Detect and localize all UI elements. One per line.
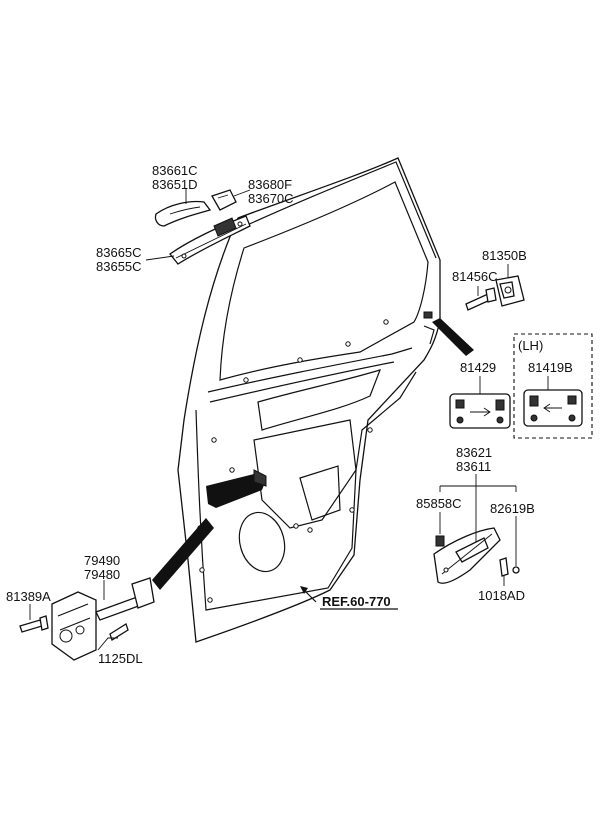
label-83665C: 83665C [96,245,142,260]
handle-base-icon [169,215,251,265]
lh-dashed-box [513,333,593,439]
door-striker-icon [495,275,525,307]
label-83655C: 83655C [96,259,142,274]
leader-lines [29,188,549,651]
door-checker-icon [19,577,155,661]
child-lock-label-icon [523,389,583,427]
label-79480: 79480 [84,567,120,582]
handle-cover-icon [211,189,237,211]
label-1018AD: 1018AD [478,588,525,603]
label-85858C: 85858C [416,496,462,511]
label-83621: 83621 [456,445,492,460]
label-81429: 81429 [460,360,496,375]
label-83611: 83611 [456,459,491,474]
label-81419B: 81419B [528,360,573,375]
label-79490: 79490 [84,553,120,568]
label-83670C: 83670C [248,191,294,206]
outside-handle-icon [154,200,212,227]
label-82619B: 82619B [490,501,535,516]
ref-label: REF.60-770 [322,594,391,609]
label-81389A: 81389A [6,589,51,604]
door-panel-icon [177,157,441,643]
label-1125DL: 1125DL [98,651,143,666]
child-lock-label-icon [449,393,511,429]
inside-handle-icon [433,527,501,584]
screw-icon [499,557,520,577]
label-83651D: 83651D [152,177,198,192]
checker-mount-icon [206,474,266,508]
label-81456C: 81456C [452,269,498,284]
clip-icon [435,535,445,547]
label-lh: (LH) [518,338,543,353]
label-83661C: 83661C [152,163,198,178]
label-81350B: 81350B [482,248,527,263]
bolt-icon [465,287,497,311]
label-83680F: 83680F [248,177,292,192]
